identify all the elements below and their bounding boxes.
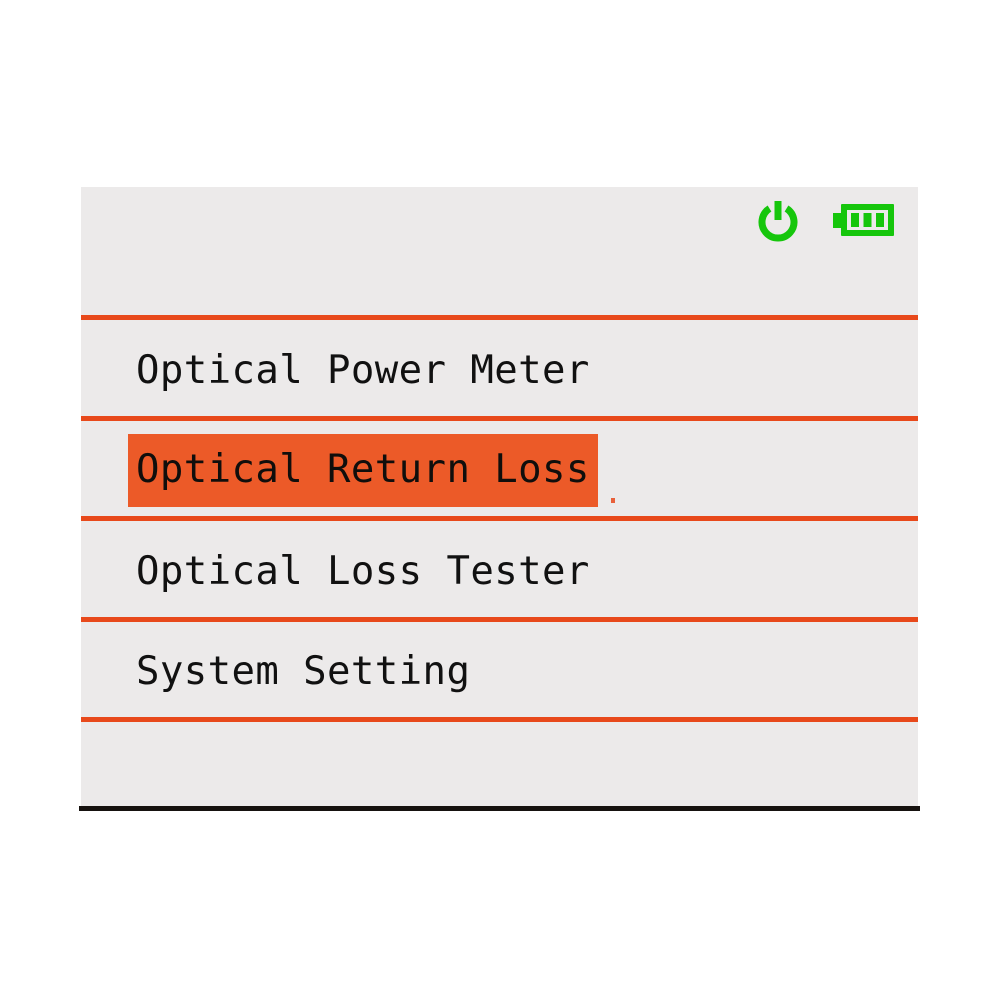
separator-line-3 bbox=[81, 516, 918, 521]
separator-line-5 bbox=[81, 717, 918, 722]
panel-bottom-rule bbox=[79, 806, 920, 811]
menu-item-label: System Setting bbox=[136, 648, 471, 694]
status-icon-group bbox=[756, 198, 895, 242]
separator-line-1 bbox=[81, 315, 918, 320]
menu-item-system-setting[interactable]: System Setting bbox=[81, 621, 918, 721]
menu-item-label: Optical Loss Tester bbox=[136, 548, 590, 594]
menu-item-optical-return-loss[interactable]: Optical Return Loss bbox=[81, 420, 918, 520]
render-speck bbox=[611, 498, 615, 503]
menu-item-label-selected: Optical Return Loss bbox=[128, 433, 598, 507]
menu-item-label: Optical Power Meter bbox=[136, 347, 590, 393]
menu-item-optical-power-meter[interactable]: Optical Power Meter bbox=[81, 320, 918, 420]
lcd-panel: Optical Power Meter Optical Return Loss … bbox=[81, 187, 918, 808]
menu-item-optical-loss-tester[interactable]: Optical Loss Tester bbox=[81, 521, 918, 621]
status-bar bbox=[81, 187, 918, 315]
separator-line-4 bbox=[81, 617, 918, 622]
power-icon bbox=[756, 198, 800, 242]
separator-line-2 bbox=[81, 416, 918, 421]
battery-icon bbox=[833, 203, 895, 237]
